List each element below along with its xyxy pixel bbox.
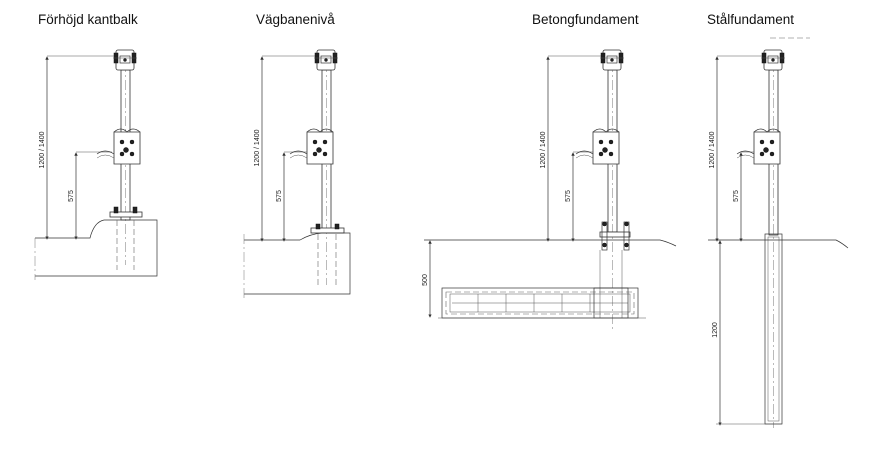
diagram-road-level: 1200 / 1400 575 (243, 49, 351, 300)
diagram-concrete-foundation: 1200 / 1400 575 500 (422, 49, 677, 330)
dim-rail-height-3: 575 (565, 190, 572, 202)
dim-foundation-depth: 500 (422, 274, 429, 286)
dim-rail-height-1: 575 (68, 190, 75, 202)
title-concrete-foundation: Betongfundament (532, 12, 639, 27)
dim-steel-depth: 1200 (712, 322, 719, 338)
dim-rail-height-2: 575 (276, 190, 283, 202)
title-raised-curb: Förhöjd kantbalk (38, 12, 138, 27)
dim-total-height-4: 1200 / 1400 (709, 131, 716, 168)
title-road-level: Vägbanenivå (256, 12, 335, 27)
dim-total-height-1: 1200 / 1400 (39, 131, 46, 168)
title-steel-foundation: Stålfundament (707, 12, 795, 27)
diagram-raised-curb: 1200 / 1400 575 (34, 49, 158, 280)
dim-total-height-3: 1200 / 1400 (540, 131, 547, 168)
dim-total-height-2: 1200 / 1400 (254, 129, 261, 166)
dim-rail-height-4: 575 (733, 190, 740, 202)
diagram-steel-foundation: 1200 / 1400 575 1200 (708, 37, 849, 428)
